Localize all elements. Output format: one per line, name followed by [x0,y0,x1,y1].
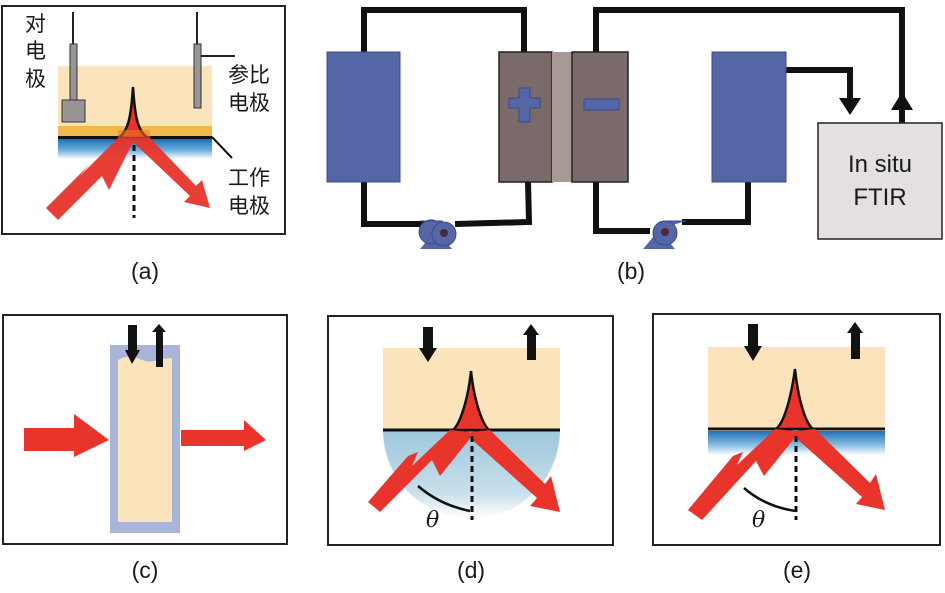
negative-electrolyte-tank [711,51,787,183]
pipe-negative-bottom-left [593,182,650,234]
ftir-box [817,122,943,240]
arrow-down-icon [839,98,861,115]
theta-symbol: θ [752,508,765,533]
reflected-ir-beam [795,429,885,510]
transmitted-ir-beam [181,420,266,451]
ftir-label-line2: FTIR [853,184,906,211]
panel-b-label: (b) [617,258,645,284]
panel-d: θ (d) [327,315,614,583]
panel-c-label: (c) [132,557,159,583]
panel-e-label: (e) [783,557,811,583]
overlap-region [118,130,150,138]
outlet-arrow-icon [152,324,166,367]
pipe-negative-bottom-right [682,182,751,225]
pipe-positive-bottom-right [454,181,533,227]
angle-arc [417,485,471,513]
incident-ir-beam [688,429,797,520]
membrane [552,52,572,182]
panel-c: (c) [2,314,288,583]
pump-icon-positive [418,219,457,249]
evanescent-wave [772,368,817,431]
ftir-label-line1: In situ [848,151,912,178]
negative-half-cell [571,51,629,183]
angle-arc [743,487,797,513]
pipe-positive-bottom-left [361,182,428,227]
incident-ir-beam [46,138,133,220]
inlet-arrow-icon [125,325,140,364]
working-leader-line [211,136,233,159]
panel-e: θ (e) [652,313,941,583]
reference-electrode-label-2: 电极 [228,91,270,115]
panel-a-label: (a) [131,258,159,284]
counter-electrode-label-3: 极 [25,67,46,91]
outlet-arrow-icon [523,324,539,360]
cuvette-solution [118,356,172,522]
arrow-up-icon [891,92,913,110]
working-electrode-label-2: 电极 [228,194,270,218]
reflected-ir-beam [133,138,210,208]
incident-ir-beam [368,430,472,512]
incident-ir-beam [24,414,109,457]
pipe-positive-top [361,7,527,52]
counter-electrode-plate [61,99,86,123]
evanescent-wave [449,370,493,432]
reflected-ir-beam [470,430,560,512]
flow-pipes [361,7,905,234]
pump-icon-negative [643,220,686,249]
minus-icon [583,98,620,111]
panel-b: In situ FTIR (b) [326,7,943,284]
counter-electrode-label-1: 对 [25,12,46,36]
counter-electrode-rod [69,43,78,101]
inlet-arrow-icon [419,327,437,362]
reference-electrode-rod [193,43,202,109]
pipe-negative-top [593,7,905,125]
theta-symbol: θ [426,508,439,533]
plus-icon [508,87,541,123]
counter-electrode-label-2: 电 [25,39,46,63]
panel-a: 对 电 极 参比 电极 工作 电极 (a) [1,5,286,284]
panel-d-label: (d) [457,557,485,583]
positive-electrolyte-tank [326,51,401,183]
pipe-to-ftir [786,67,853,100]
outlet-arrow-icon [847,322,863,359]
working-electrode-label-1: 工作 [228,166,270,190]
reference-electrode-label-1: 参比 [228,63,270,87]
inlet-arrow-icon [744,324,762,361]
